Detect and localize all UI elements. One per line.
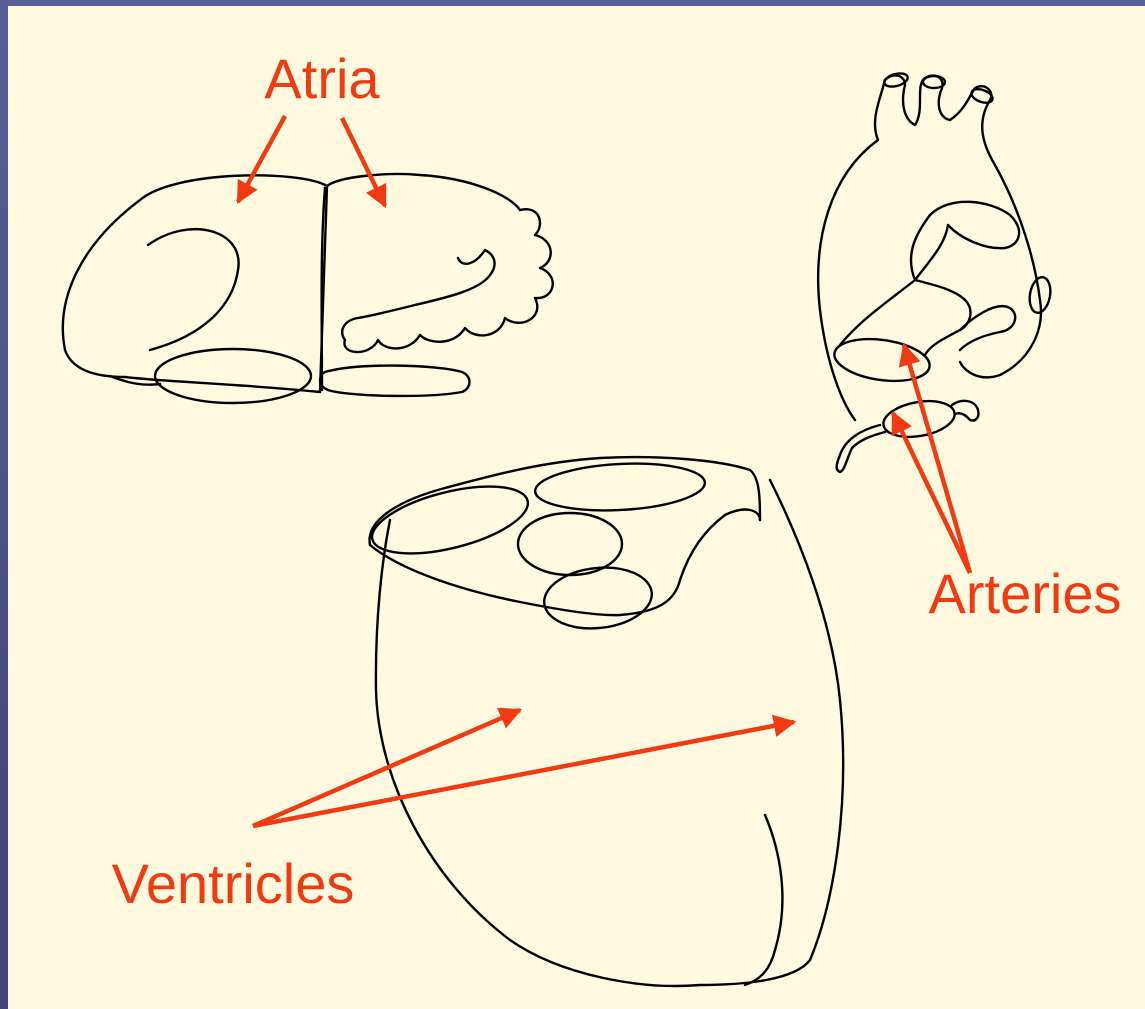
right-atrium-curl xyxy=(148,229,239,350)
label-ventricles: Ventricles xyxy=(112,852,355,915)
left-atrial-appendage xyxy=(342,209,552,352)
pulmonary-branch xyxy=(960,306,1015,350)
arrow-atria-right xyxy=(342,118,385,206)
atria-valve-right xyxy=(320,366,469,396)
subclavian-top xyxy=(970,87,995,106)
coronary-right xyxy=(952,401,978,421)
arrows xyxy=(238,116,970,826)
left-atrium-outline xyxy=(327,174,520,210)
pulmonary-trunk xyxy=(840,215,970,355)
valve-plane xyxy=(370,510,760,616)
ventricle-groove xyxy=(745,815,782,985)
label-arteries: Arteries xyxy=(929,562,1122,625)
right-atrium-outline xyxy=(63,175,327,392)
tricuspid-valve xyxy=(534,460,706,515)
coronary-left xyxy=(837,425,885,472)
ventricles-drawing xyxy=(366,457,844,986)
pulmonary-valve xyxy=(832,334,933,387)
arrow-ventricles-left xyxy=(253,710,520,826)
label-atria: Atria xyxy=(264,47,380,110)
ventricles-top-rim xyxy=(370,457,760,545)
aortic-valve-ventricle xyxy=(518,513,622,575)
arteries-drawing xyxy=(818,71,1053,472)
ventricles-outline xyxy=(376,480,843,986)
arrow-atria-left xyxy=(238,116,285,202)
atria-valve-left xyxy=(155,349,311,403)
arrow-ventricles-right xyxy=(253,722,794,826)
atria-drawing xyxy=(63,174,553,403)
